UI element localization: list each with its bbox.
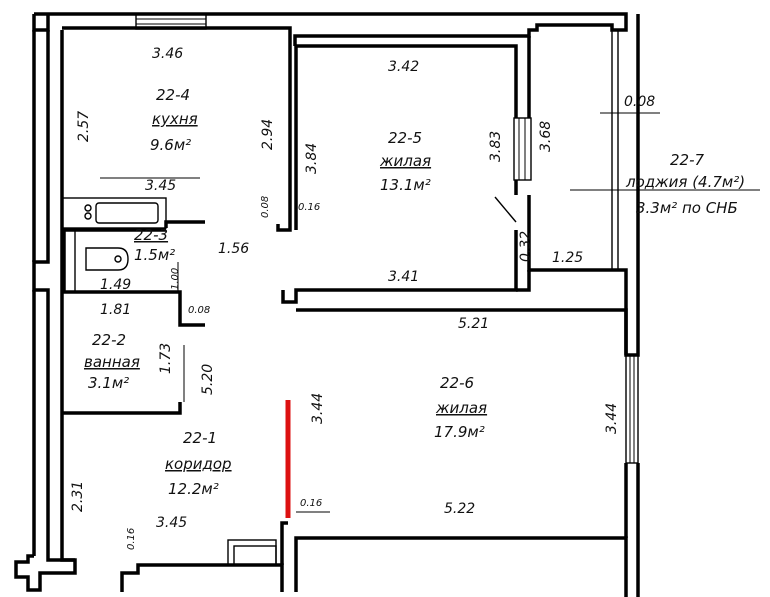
dimension-labels: 3.46 2.57 2.94 3.45 3.42 3.84 3.83 3.68 … (70, 46, 655, 550)
room5-vent (513, 117, 532, 181)
room5-door-swing (494, 196, 517, 223)
dim-hall-520: 5.20 (200, 364, 216, 395)
dim-hall-156: 1.56 (218, 241, 249, 257)
room-22-3-area: 1.5м² (134, 246, 175, 264)
dim-kitchen-right: 2.94 (260, 119, 276, 150)
room-22-6-name: жилая (435, 399, 487, 417)
kitchen-sink (95, 202, 159, 224)
dim-room5-right-a: 3.83 (488, 131, 504, 162)
dim-room6-top: 5.21 (458, 316, 489, 332)
dim-wall-016-c: 0.16 (126, 528, 137, 550)
dim-wall-016-b: 0.16 (300, 498, 322, 509)
room-22-1-name: коридор (165, 455, 232, 473)
wc-walls (62, 230, 205, 327)
bottom-wall (120, 563, 284, 592)
kitchen-fixtures (61, 177, 205, 232)
room-22-5-area: 13.1м² (380, 176, 431, 194)
dim-kitchen-bottom: 3.45 (145, 178, 176, 194)
dim-wc-181: 1.81 (100, 302, 131, 318)
dim-kitchen-top: 3.46 (152, 46, 183, 62)
room6-walls (296, 308, 640, 597)
dim-room6-bottom: 5.22 (444, 501, 475, 517)
corridor-fixtures (227, 539, 277, 566)
room-22-4-id: 22-4 (156, 86, 190, 104)
room-22-1-area: 12.2м² (168, 480, 219, 498)
room-22-2-area: 3.1м² (88, 374, 129, 392)
room-22-2-name: ванная (84, 353, 140, 371)
dim-door-032: 0.32 (518, 231, 534, 262)
dim-loggia-width: 0.08 (624, 94, 655, 110)
room-labels: 22-4 кухня 9.6м² 22-5 жилая 13.1м² 22-7 … (84, 86, 745, 498)
kitchen-inner (62, 26, 292, 46)
room6-window (625, 354, 639, 464)
top-wall-inner (32, 14, 50, 32)
dim-wc-100: 1.00 (170, 268, 181, 290)
dim-kitchen-left: 2.57 (76, 111, 92, 142)
dim-loggia-125: 1.25 (552, 250, 583, 266)
room-22-4-area: 9.6м² (150, 136, 191, 154)
dim-room5-bottom: 3.41 (388, 269, 419, 285)
room-22-6-area: 17.9м² (434, 423, 485, 441)
dim-room6-left: 3.44 (310, 393, 326, 424)
dim-corridor-231: 2.31 (70, 481, 86, 512)
dim-bath-173: 1.73 (158, 343, 174, 374)
dim-corridor-345: 3.45 (156, 515, 187, 531)
left-wall (14, 30, 77, 592)
room-22-6-id: 22-6 (440, 374, 474, 392)
room-22-5-name: жилая (379, 152, 431, 170)
dim-wall-016-a: 0.16 (298, 202, 320, 213)
room-22-4-name: кухня (152, 110, 198, 128)
room-22-5-id: 22-5 (388, 129, 422, 147)
closet (227, 539, 277, 566)
room-22-7-area: 3.3м² по СНБ (636, 199, 738, 217)
dim-room5-right-b: 3.68 (538, 121, 554, 152)
room-22-7-name: лоджия (4.7м²) (625, 173, 745, 191)
dim-wall-008-b: 0.08 (188, 305, 210, 316)
room-22-3-id: 22-3 (134, 226, 168, 244)
room5-walls (276, 14, 640, 357)
toilet (85, 247, 129, 271)
loggia (570, 30, 760, 270)
dim-room5-top: 3.42 (388, 59, 419, 75)
room-22-7-id: 22-7 (670, 151, 704, 169)
bath-walls (62, 345, 185, 415)
top-wall (34, 12, 628, 46)
room-22-1-id: 22-1 (183, 429, 217, 447)
dim-room5-left: 3.84 (304, 143, 320, 174)
kitchen-counter (61, 197, 167, 229)
room-22-2-id: 22-2 (92, 331, 126, 349)
dim-wc-149: 1.49 (100, 277, 131, 293)
dim-room6-right: 3.44 (604, 403, 620, 434)
dim-wall-008-a: 0.08 (260, 196, 271, 218)
